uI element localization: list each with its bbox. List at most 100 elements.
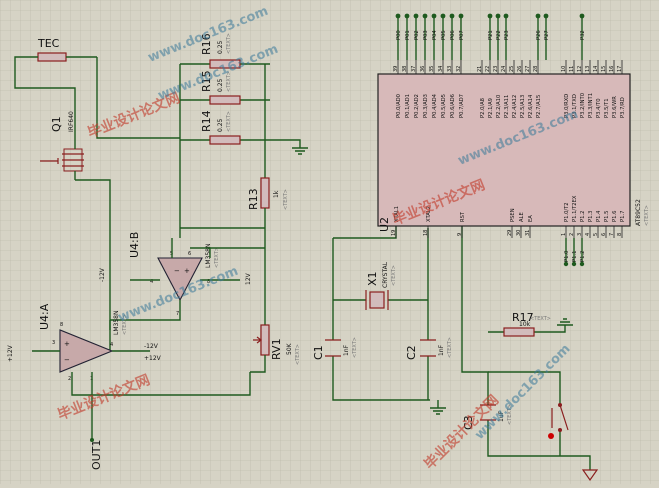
r17-resistor[interactable]: R17 10k <TEXT> bbox=[503, 311, 551, 337]
bus-connector-P21[interactable] bbox=[487, 13, 493, 19]
c2-capacitor[interactable]: C2 1nF <TEXT> bbox=[405, 337, 453, 360]
tec-label: TEC bbox=[37, 37, 60, 50]
out1-terminal[interactable]: OUT1 bbox=[90, 438, 103, 470]
r16-resistor[interactable]: R16 0.25 <TEXT> bbox=[200, 33, 241, 69]
p3-pin-label-3: P3.3/INT1 bbox=[588, 93, 594, 118]
p0-pin-num-6: 33 bbox=[447, 66, 453, 72]
p0-pin-num-1: 38 bbox=[402, 66, 408, 72]
u4b-value: LM358N bbox=[205, 244, 212, 268]
c3-capacitor[interactable]: C3 1uF <TEXT> bbox=[462, 404, 513, 430]
p1-bus-connector-1[interactable] bbox=[571, 261, 577, 267]
r14-text: <TEXT> bbox=[226, 111, 232, 132]
bus-label-P32: P32 bbox=[580, 30, 586, 40]
p1-pin-label-2: P1.2 bbox=[580, 211, 586, 222]
q1-ref: Q1 bbox=[50, 116, 63, 132]
bus-label-P23: P23 bbox=[504, 30, 510, 40]
r13-resistor[interactable]: R13 1k <TEXT> bbox=[247, 177, 289, 210]
svg-text:+: + bbox=[184, 267, 190, 275]
bus-label-P04: P04 bbox=[432, 30, 438, 40]
p1-pin-label-1: P1.1/T2EX bbox=[572, 195, 578, 222]
bus-connector-P32[interactable] bbox=[579, 13, 585, 19]
svg-text:4: 4 bbox=[150, 279, 153, 285]
p1-bus-connector-2[interactable] bbox=[579, 261, 585, 267]
r15-text: <TEXT> bbox=[226, 71, 232, 92]
bus-connector-P00[interactable] bbox=[395, 13, 401, 19]
bus-label-P05: P05 bbox=[441, 30, 447, 40]
rv1-text: <TEXT> bbox=[295, 344, 301, 365]
bus-connector-P27[interactable] bbox=[543, 13, 549, 19]
r15-ref: R15 bbox=[200, 70, 213, 92]
reset-button[interactable] bbox=[548, 403, 569, 439]
c1-capacitor[interactable]: C1 1nF <TEXT> bbox=[312, 337, 358, 360]
u2-microcontroller[interactable]: U2 AT89C52 <TEXT> P0.0/AD039P0.1/AD138P0… bbox=[377, 60, 650, 238]
bus-connector-P26[interactable] bbox=[535, 13, 541, 19]
rv1-value: 50K bbox=[286, 342, 293, 355]
bus-connector-P07[interactable] bbox=[458, 13, 464, 19]
svg-text:+: + bbox=[64, 340, 70, 348]
p3-pin-num-0: 10 bbox=[561, 66, 567, 72]
p1-pin-num-2: 3 bbox=[577, 233, 583, 236]
q1-mosfet[interactable]: Q1 IRF640 bbox=[40, 111, 84, 172]
svg-text:6: 6 bbox=[188, 251, 191, 257]
bus-label-P21: P21 bbox=[488, 30, 494, 40]
p0-pin-label-1: P0.1/AD1 bbox=[405, 94, 411, 118]
r14-resistor[interactable]: R14 0.25 <TEXT> bbox=[200, 110, 241, 145]
u4a-opamp[interactable]: + − U4:A LM358N <TEXT> 3 2 1 8 4 bbox=[38, 303, 128, 382]
bus-connector-P01[interactable] bbox=[404, 13, 410, 19]
p1-pin-num-7: 8 bbox=[617, 233, 623, 236]
bus-connector-P06[interactable] bbox=[449, 13, 455, 19]
x1-crystal[interactable]: X1 CRYSTAL <TEXT> bbox=[365, 261, 397, 310]
p1-bus-connector-0[interactable] bbox=[563, 261, 569, 267]
p2-pin-num-4: 25 bbox=[509, 66, 515, 72]
svg-text:−: − bbox=[64, 356, 70, 364]
bus-connector-P23[interactable] bbox=[503, 13, 509, 19]
p3-pin-num-4: 14 bbox=[593, 66, 599, 72]
p1-pin-num-1: 2 bbox=[569, 233, 575, 236]
p1-bus-label-2: P1.2 bbox=[580, 251, 586, 262]
p2-pin-label-3: P2.3/A11 bbox=[504, 95, 510, 118]
p3-pin-num-5: 15 bbox=[601, 66, 607, 72]
bus-connector-P03[interactable] bbox=[422, 13, 428, 19]
p2-pin-label-0: P2.0/A8 bbox=[480, 98, 486, 118]
bus-connector-P05[interactable] bbox=[440, 13, 446, 19]
p3-pin-label-4: P3.4/T0 bbox=[596, 98, 602, 118]
p3-pin-num-3: 13 bbox=[585, 66, 591, 72]
rv1-ref: RV1 bbox=[270, 338, 283, 360]
p1-bus-label-0: P1.0 bbox=[564, 251, 570, 262]
c2-ref: C2 bbox=[405, 345, 418, 360]
c3-text: <TEXT> bbox=[507, 404, 513, 425]
ctrl-pin-num-0: 29 bbox=[507, 230, 513, 236]
p0-pin-label-7: P0.7/AD7 bbox=[459, 94, 465, 118]
p0-pin-label-5: P0.5/AD5 bbox=[441, 94, 447, 118]
p1-pin-num-4: 5 bbox=[593, 233, 599, 236]
x1-value: CRYSTAL bbox=[382, 261, 389, 288]
x1-text: <TEXT> bbox=[391, 265, 397, 286]
r15-resistor[interactable]: R15 0.25 <TEXT> bbox=[200, 70, 241, 105]
u4a-ref: U4:A bbox=[38, 303, 51, 330]
bus-label-P06: P06 bbox=[450, 30, 456, 40]
p3-pin-label-6: P3.6/WR bbox=[612, 96, 618, 118]
p2-pin-num-2: 23 bbox=[493, 66, 499, 72]
bus-connector-P04[interactable] bbox=[431, 13, 437, 19]
xtal-pin-num-0: 19 bbox=[391, 230, 397, 236]
u4b-opamp[interactable]: − + U4:B LM358N <TEXT> 5 6 7 8 4 bbox=[128, 232, 220, 317]
bus-connector-P22[interactable] bbox=[495, 13, 501, 19]
xtal-pin-num-2: 9 bbox=[457, 233, 463, 236]
r17-ref: R17 bbox=[512, 311, 534, 324]
p1-pin-num-6: 7 bbox=[609, 233, 615, 236]
bus-label-P22: P22 bbox=[496, 30, 502, 40]
bus-label-P26: P26 bbox=[536, 30, 542, 40]
p1-pin-num-5: 6 bbox=[601, 233, 607, 236]
bus-connector-P02[interactable] bbox=[413, 13, 419, 19]
p2-pin-num-7: 28 bbox=[533, 66, 539, 72]
r16-text: <TEXT> bbox=[226, 33, 232, 54]
c3-value: 1uF bbox=[498, 410, 505, 422]
reset-section: R17 10k <TEXT> C3 1uF <TEXT> bbox=[461, 225, 599, 482]
c1-text: <TEXT> bbox=[352, 337, 358, 358]
p0-pin-label-6: P0.6/AD6 bbox=[450, 94, 456, 118]
p3-pin-label-1: P3.1/TXD bbox=[572, 94, 578, 118]
p2-pin-label-6: P2.6/A14 bbox=[528, 94, 534, 118]
u2-ref: U2 bbox=[378, 217, 391, 232]
